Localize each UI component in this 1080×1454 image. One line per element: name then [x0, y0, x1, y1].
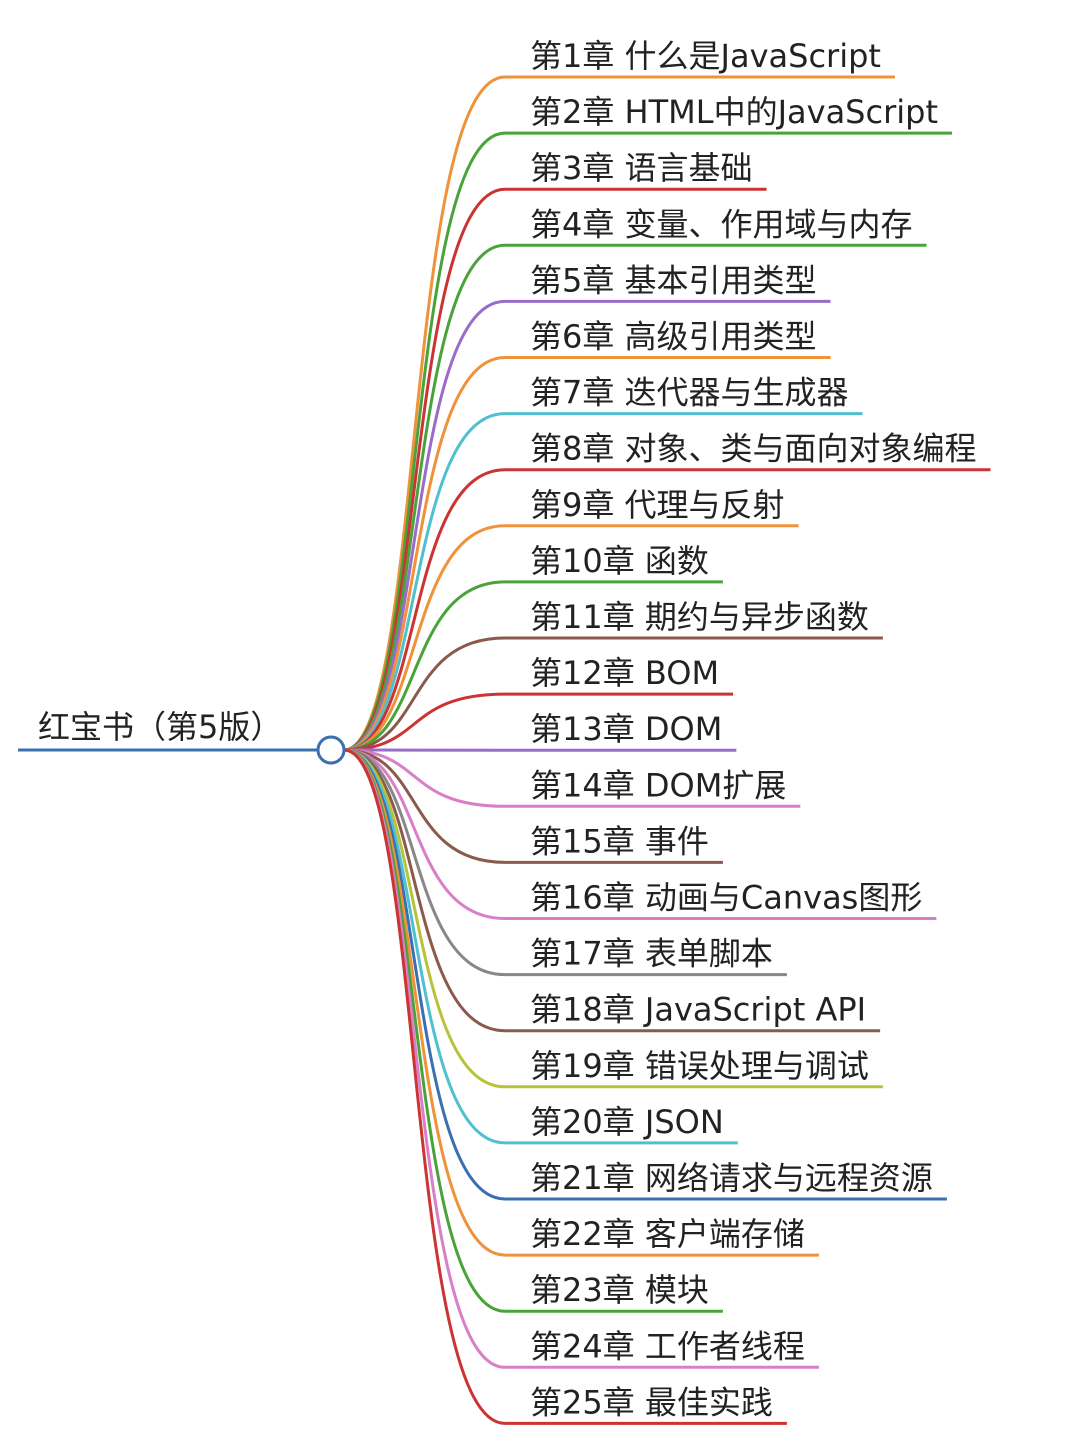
branch-label-14[interactable]: 第14章 DOM扩展 [530, 766, 786, 804]
branch-label-23[interactable]: 第23章 模块 [530, 1271, 709, 1309]
branch-connector-9 [343, 524, 799, 752]
branch-connector-25 [343, 748, 787, 1425]
branch-connector-10 [343, 580, 723, 752]
branch-label-7[interactable]: 第7章 迭代器与生成器 [530, 374, 849, 412]
branch-label-12[interactable]: 第12章 BOM [530, 654, 719, 692]
branch-label-25[interactable]: 第25章 最佳实践 [530, 1383, 773, 1421]
branch-label-21[interactable]: 第21章 网络请求与远程资源 [530, 1159, 933, 1197]
branch-label-8[interactable]: 第8章 对象、类与面向对象编程 [530, 430, 977, 468]
branch-connector-8 [343, 468, 991, 752]
root-label: 红宝书（第5版） [38, 708, 282, 746]
branch-label-15[interactable]: 第15章 事件 [530, 822, 709, 860]
branch-connector-16 [343, 748, 937, 920]
branch-label-22[interactable]: 第22章 客户端存储 [530, 1215, 805, 1253]
branch-connector-19 [343, 748, 883, 1089]
branch-label-20[interactable]: 第20章 JSON [530, 1103, 724, 1141]
branch-label-5[interactable]: 第5章 基本引用类型 [530, 261, 817, 299]
branch-label-1[interactable]: 第1章 什么是JavaScript [530, 37, 881, 75]
branch-label-6[interactable]: 第6章 高级引用类型 [530, 318, 817, 356]
branch-connector-15 [343, 748, 723, 864]
branch-connector-6 [343, 356, 831, 752]
branch-connector-18 [343, 748, 881, 1033]
branch-label-3[interactable]: 第3章 语言基础 [530, 149, 753, 187]
branch-label-11[interactable]: 第11章 期约与异步函数 [530, 598, 869, 636]
branch-label-18[interactable]: 第18章 JavaScript API [530, 991, 866, 1029]
root-node[interactable]: 红宝书（第5版） [18, 708, 346, 765]
branch-connector-17 [343, 748, 787, 977]
branch-connector-12 [343, 692, 734, 752]
branch-label-2[interactable]: 第2章 HTML中的JavaScript [530, 93, 938, 131]
root-collapse-toggle[interactable] [316, 735, 346, 765]
branch-label-17[interactable]: 第17章 表单脚本 [530, 935, 773, 973]
branch-label-9[interactable]: 第9章 代理与反射 [530, 486, 785, 524]
branch-lines [343, 75, 991, 1425]
branch-label-16[interactable]: 第16章 动画与Canvas图形 [530, 879, 922, 917]
branch-label-10[interactable]: 第10章 函数 [530, 542, 709, 580]
branch-connector-5 [343, 299, 831, 752]
branch-label-19[interactable]: 第19章 错误处理与调试 [530, 1047, 869, 1085]
branch-connector-11 [343, 636, 883, 752]
branch-labels: 第1章 什么是JavaScript 第2章 HTML中的JavaScript 第3章… [530, 37, 977, 1421]
branch-label-4[interactable]: 第4章 变量、作用域与内存 [530, 205, 913, 243]
branch-connector-7 [343, 412, 863, 752]
branch-connector-14 [343, 748, 801, 808]
branch-label-13[interactable]: 第13章 DOM [530, 710, 722, 748]
branch-label-24[interactable]: 第24章 工作者线程 [530, 1327, 805, 1365]
